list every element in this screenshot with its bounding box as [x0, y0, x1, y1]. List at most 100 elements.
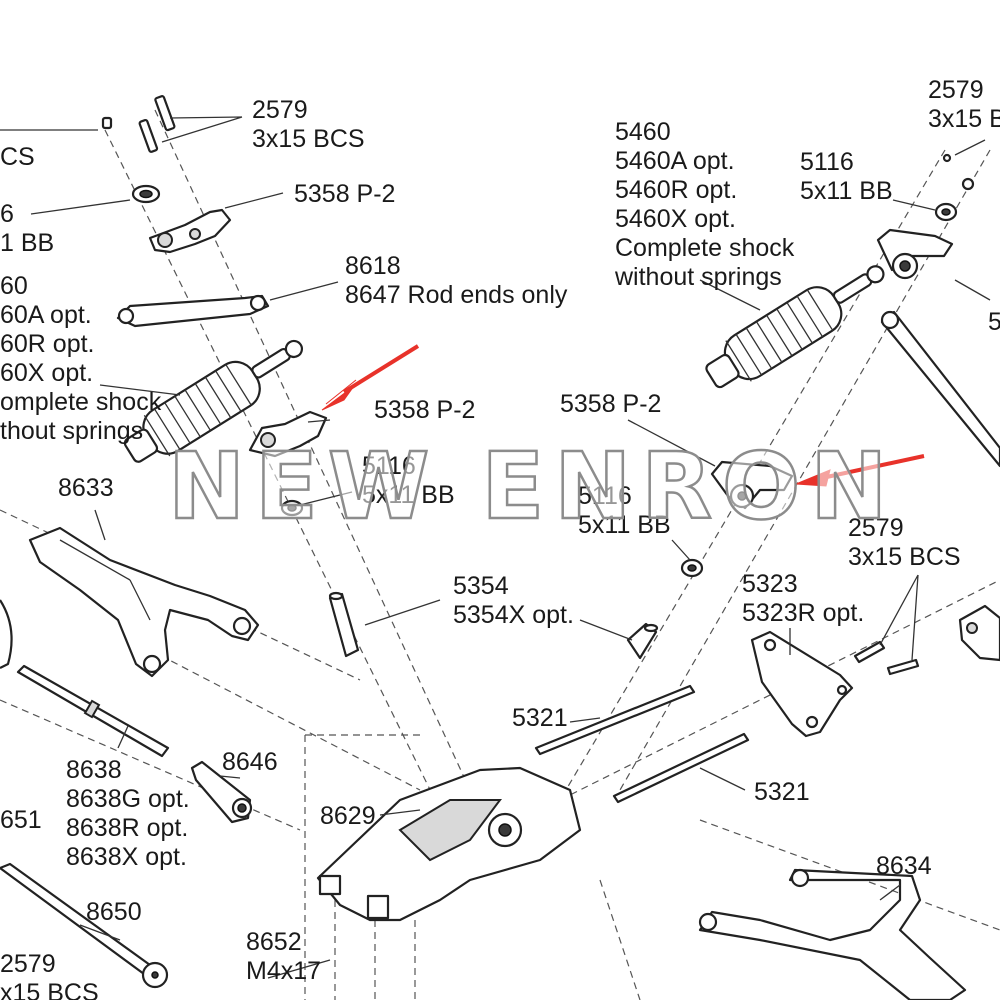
- callout-line: 5116: [800, 148, 854, 176]
- upper-arm-8633: [28, 526, 260, 678]
- callout-line: 8638X opt.: [66, 843, 187, 871]
- pin-5321-upper: [534, 684, 696, 756]
- callout-line: 8652: [246, 928, 302, 956]
- screw-left-2: [138, 118, 159, 153]
- bellcrank-right-upper: [876, 228, 954, 280]
- callout-line: 8638G opt.: [66, 785, 190, 813]
- callout-5-right: 5: [988, 308, 1000, 336]
- callout-line: 2579: [928, 76, 984, 104]
- callout-8634: 8634: [876, 852, 932, 880]
- callout-line: 6: [0, 200, 14, 228]
- callout-line: 5460A opt.: [615, 147, 735, 175]
- callout-5358-a: 5358 P-2: [294, 180, 395, 208]
- callout-8650: 8650: [86, 898, 142, 926]
- mount-post-5354-left: [328, 591, 360, 658]
- shock-left: [123, 339, 304, 463]
- callout-line: 651: [0, 806, 42, 834]
- hinge-pin-8638: [16, 664, 170, 758]
- shock-right-5460: [705, 265, 885, 389]
- callout-5358-c: 5358 P-2: [560, 390, 661, 418]
- callout-line: 5323: [742, 570, 798, 598]
- callout-line: 3x15 BCS: [252, 125, 365, 153]
- callout-line: 5116: [578, 482, 632, 510]
- callout-line: x15 BCS: [0, 979, 99, 1000]
- highlight-arrow-icon: [321, 344, 420, 411]
- callout-line: CS: [0, 143, 35, 171]
- callout-line: 5354X opt.: [453, 601, 574, 629]
- callout-line: 8629: [320, 802, 376, 830]
- callout-651: 651: [0, 806, 42, 834]
- bearing-left-lower: [280, 499, 304, 517]
- callout-line: 8618: [345, 252, 401, 280]
- callout-8629: 8629: [320, 802, 376, 830]
- callout-line: 8633: [58, 474, 114, 502]
- mount-post-5354-right: [626, 622, 659, 660]
- callout-line: 5: [988, 308, 1000, 336]
- callout-line: 5460R opt.: [615, 176, 737, 204]
- callout-line: 5x11 BB: [362, 481, 455, 509]
- bellcrank-left-lower: [248, 410, 328, 458]
- callout-line: 1 BB: [0, 229, 54, 257]
- turnbuckle-right: [880, 310, 1000, 468]
- callout-line: without springs: [614, 263, 782, 291]
- callout-line: 8650: [86, 898, 142, 926]
- callout-line: M4x17: [246, 957, 321, 985]
- callout-line: 8647 Rod ends only: [345, 281, 568, 309]
- callout-line: 60: [0, 272, 28, 300]
- callout-line: 8634: [876, 852, 932, 880]
- leader-lines: [0, 116, 991, 979]
- callout-5358-b: 5358 P-2: [374, 396, 475, 424]
- callout-line: 5358 P-2: [374, 396, 475, 424]
- turnbuckle-left: [116, 294, 270, 328]
- screws-right-mid: [853, 153, 975, 676]
- pin-5321-lower: [612, 732, 750, 804]
- callout-line: 8646: [222, 748, 278, 776]
- callout-line: 2579: [252, 96, 308, 124]
- callout-line: 8638: [66, 756, 122, 784]
- bellcrank-right-lower: [710, 460, 794, 510]
- callout-5321-b: 5321: [754, 778, 810, 806]
- bellcrank-left-upper: [148, 208, 232, 254]
- callout-line: 5116: [362, 452, 416, 480]
- highlight-arrow-icon: [795, 454, 925, 487]
- callout-line: 2579: [848, 514, 904, 542]
- callout-line: 2579: [0, 950, 56, 978]
- screw-left-1: [101, 116, 113, 130]
- bracket-right-edge: [958, 604, 1000, 662]
- bearing-right-lower: [680, 558, 704, 578]
- callout-line: 5354: [453, 572, 509, 600]
- watermark: NEW ENRON: [168, 433, 897, 540]
- wheel-hub-edge: [0, 599, 13, 669]
- shock-tower-5323: [750, 630, 854, 738]
- callout-line: 60A opt.: [0, 301, 92, 329]
- callout-line: thout springs: [0, 417, 143, 445]
- driveshaft-8650: [0, 862, 169, 989]
- callout-line: 3x15 B: [928, 105, 1000, 133]
- lower-arm-8634: [698, 868, 967, 1000]
- callout-line: 60X opt.: [0, 359, 93, 387]
- callout-line: 3x15 BCS: [848, 543, 961, 571]
- callout-line: 5358 P-2: [560, 390, 661, 418]
- callout-line: 5358 P-2: [294, 180, 395, 208]
- callout-8633: 8633: [58, 474, 114, 502]
- callout-line: 5323R opt.: [742, 599, 864, 627]
- callout-line: 5321: [512, 704, 568, 732]
- bearing-right-top: [934, 202, 958, 222]
- callout-line: 5321: [754, 778, 810, 806]
